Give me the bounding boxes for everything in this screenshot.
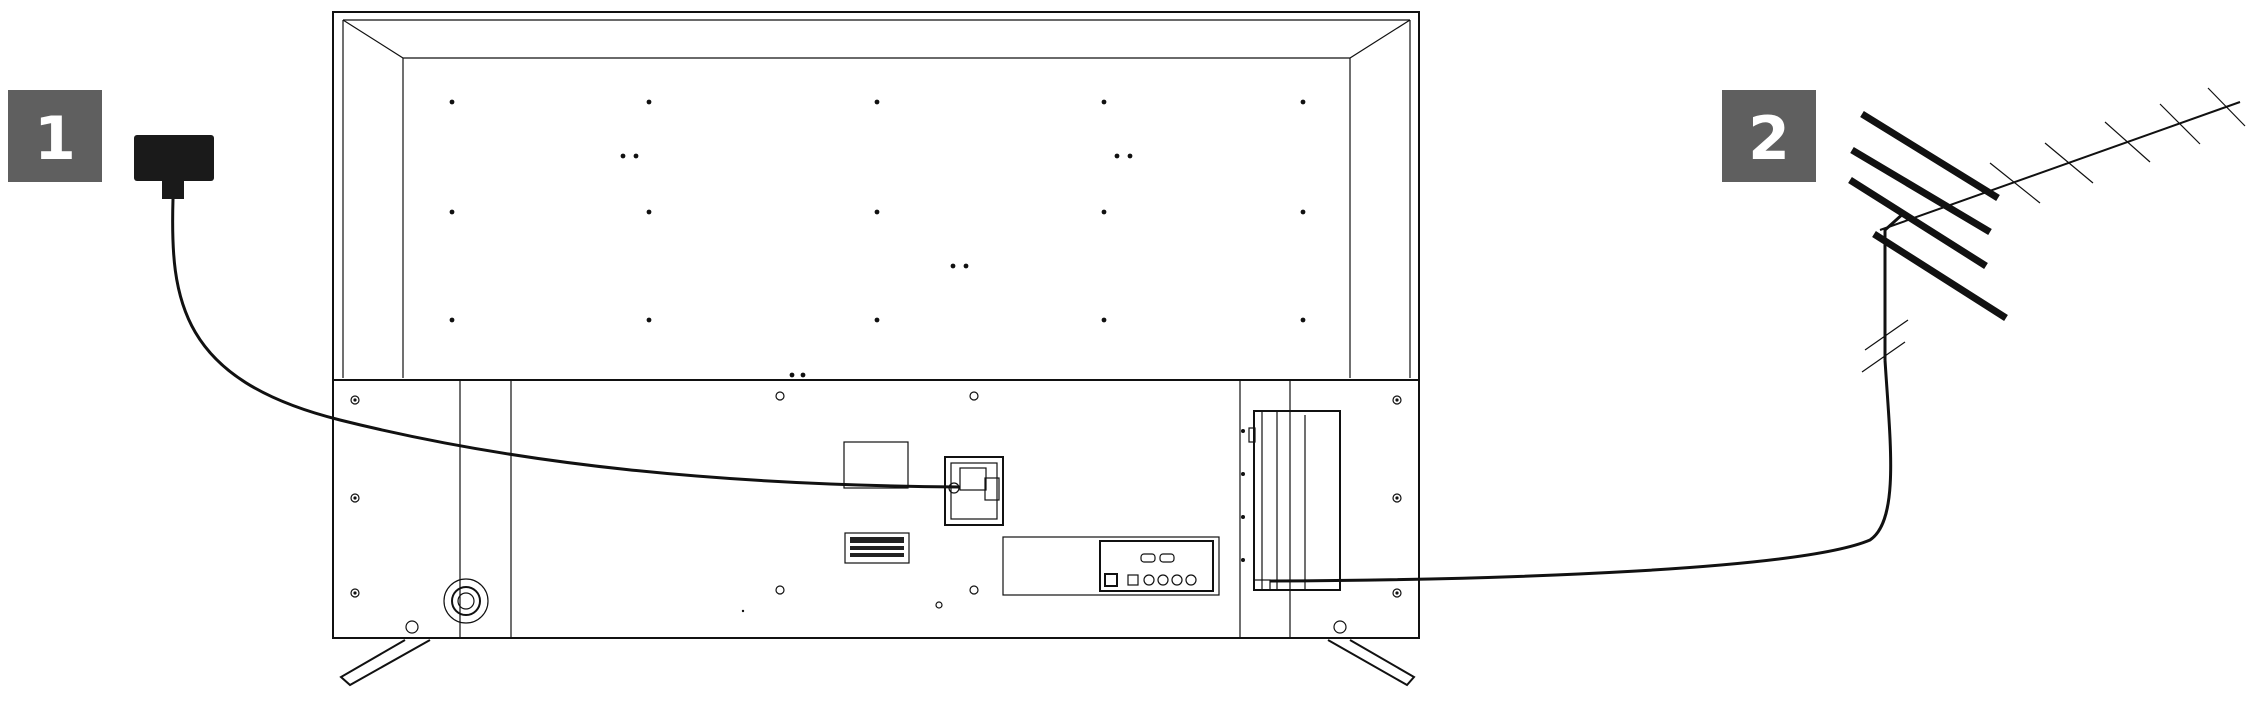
power-inlet [944, 456, 1004, 526]
step-1-number: 1 [34, 104, 76, 174]
antenna-cable [1269, 359, 1893, 583]
step-1-badge: 1 [8, 90, 102, 182]
power-plug-icon [134, 135, 214, 199]
step-2-number: 2 [1748, 104, 1790, 174]
warning-label [844, 532, 910, 564]
antenna-input-panel [1248, 410, 1341, 591]
step-2-badge: 2 [1722, 90, 1816, 182]
tv-rear-icon [332, 11, 1420, 687]
mounting-holes [449, 99, 1306, 378]
power-cable [171, 198, 961, 489]
stand-feet [339, 639, 1416, 687]
antenna-icon [1848, 87, 2246, 373]
io-port-panel [1002, 536, 1220, 596]
rear-screws [350, 391, 1402, 613]
control-knob [443, 578, 489, 624]
